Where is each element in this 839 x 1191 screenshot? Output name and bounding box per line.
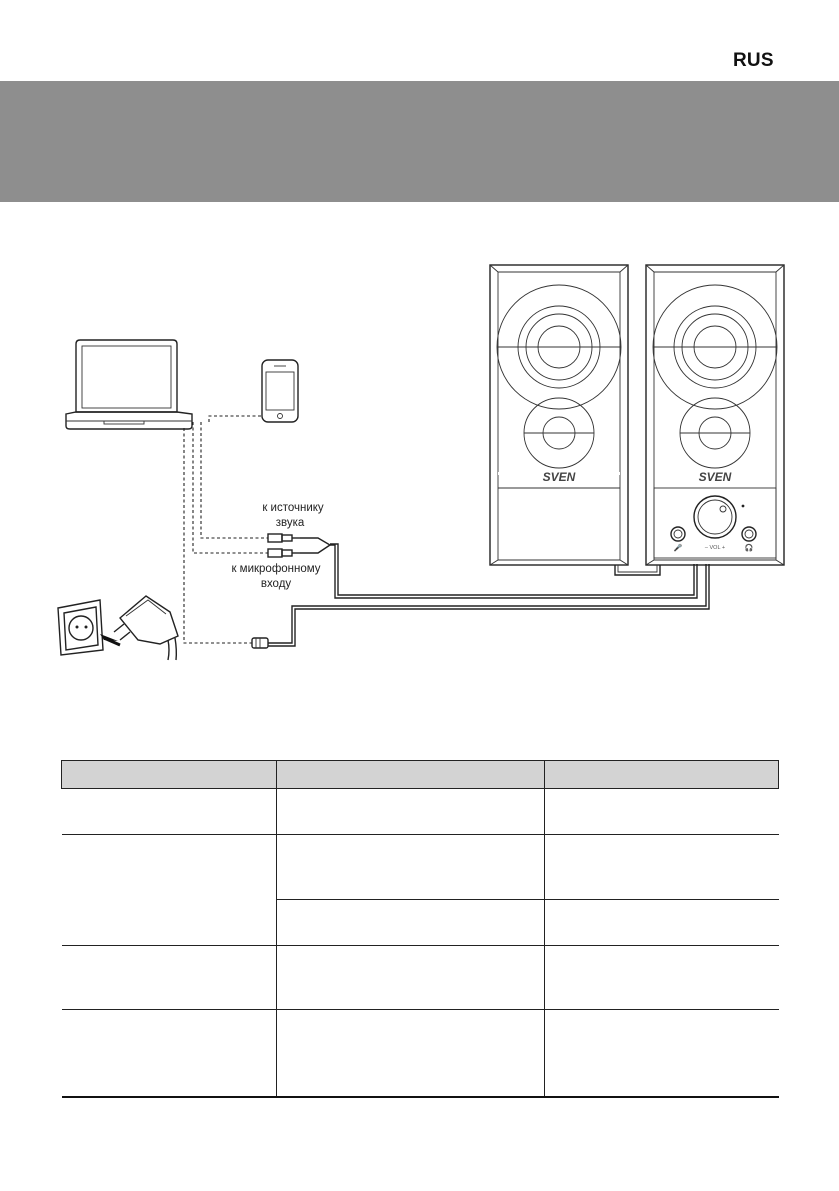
table-cell [276, 899, 546, 946]
speaker-icon [489, 264, 629, 566]
table-header-cell [61, 760, 277, 789]
svg-text:🎤: 🎤 [674, 543, 683, 552]
microphone-jack-icon [267, 548, 300, 558]
svg-text:🎧: 🎧 [745, 543, 754, 552]
table-cell [276, 788, 546, 835]
power-adapter-icon [113, 595, 179, 661]
table-cell [61, 834, 277, 946]
table-cell [61, 788, 277, 835]
table-row [61, 834, 779, 946]
table-row [61, 945, 779, 1010]
smartphone-icon [261, 359, 299, 423]
table-cell [61, 945, 277, 1010]
table-cell [544, 788, 779, 835]
table-cell [544, 899, 779, 946]
label-audio-source-line2: звука [276, 517, 305, 529]
spec-table [61, 760, 779, 1098]
brand-logo-right: SVEN [699, 470, 732, 484]
audio-jack-icon [267, 533, 300, 543]
laptop-icon [65, 339, 193, 430]
microphone-jack-icon: 🎤 [670, 526, 686, 552]
table-cell [544, 834, 779, 900]
header-banner [0, 81, 839, 202]
table-header-cell [544, 760, 779, 789]
speaker-icon [645, 264, 785, 566]
language-code: RUS [733, 50, 774, 71]
table-cell [544, 945, 779, 1010]
table-row [61, 788, 779, 835]
table-row [62, 899, 779, 946]
table-cell [276, 834, 546, 900]
table-cell [544, 1009, 779, 1098]
volume-knob-icon [693, 495, 737, 539]
volume-label: – VOL + [705, 545, 725, 551]
connection-diagram: .ln { fill: none; stroke: #222; stroke-w… [57, 264, 785, 661]
label-audio-source-line1: к источнику [262, 502, 324, 514]
table-header-row [61, 760, 779, 789]
table-cell [61, 1009, 277, 1098]
wall-socket-icon [57, 599, 121, 656]
table-row [61, 1009, 779, 1098]
label-mic-line1: к микрофонному [231, 563, 320, 575]
table-cell [276, 1009, 546, 1098]
brand-logo-left: SVEN [543, 470, 576, 484]
table-header-cell [275, 760, 546, 789]
table-cell [276, 945, 546, 1010]
label-mic-line2: входу [261, 578, 292, 590]
power-connector-icon [251, 637, 269, 649]
headphones-jack-icon: 🎧 [741, 526, 757, 552]
